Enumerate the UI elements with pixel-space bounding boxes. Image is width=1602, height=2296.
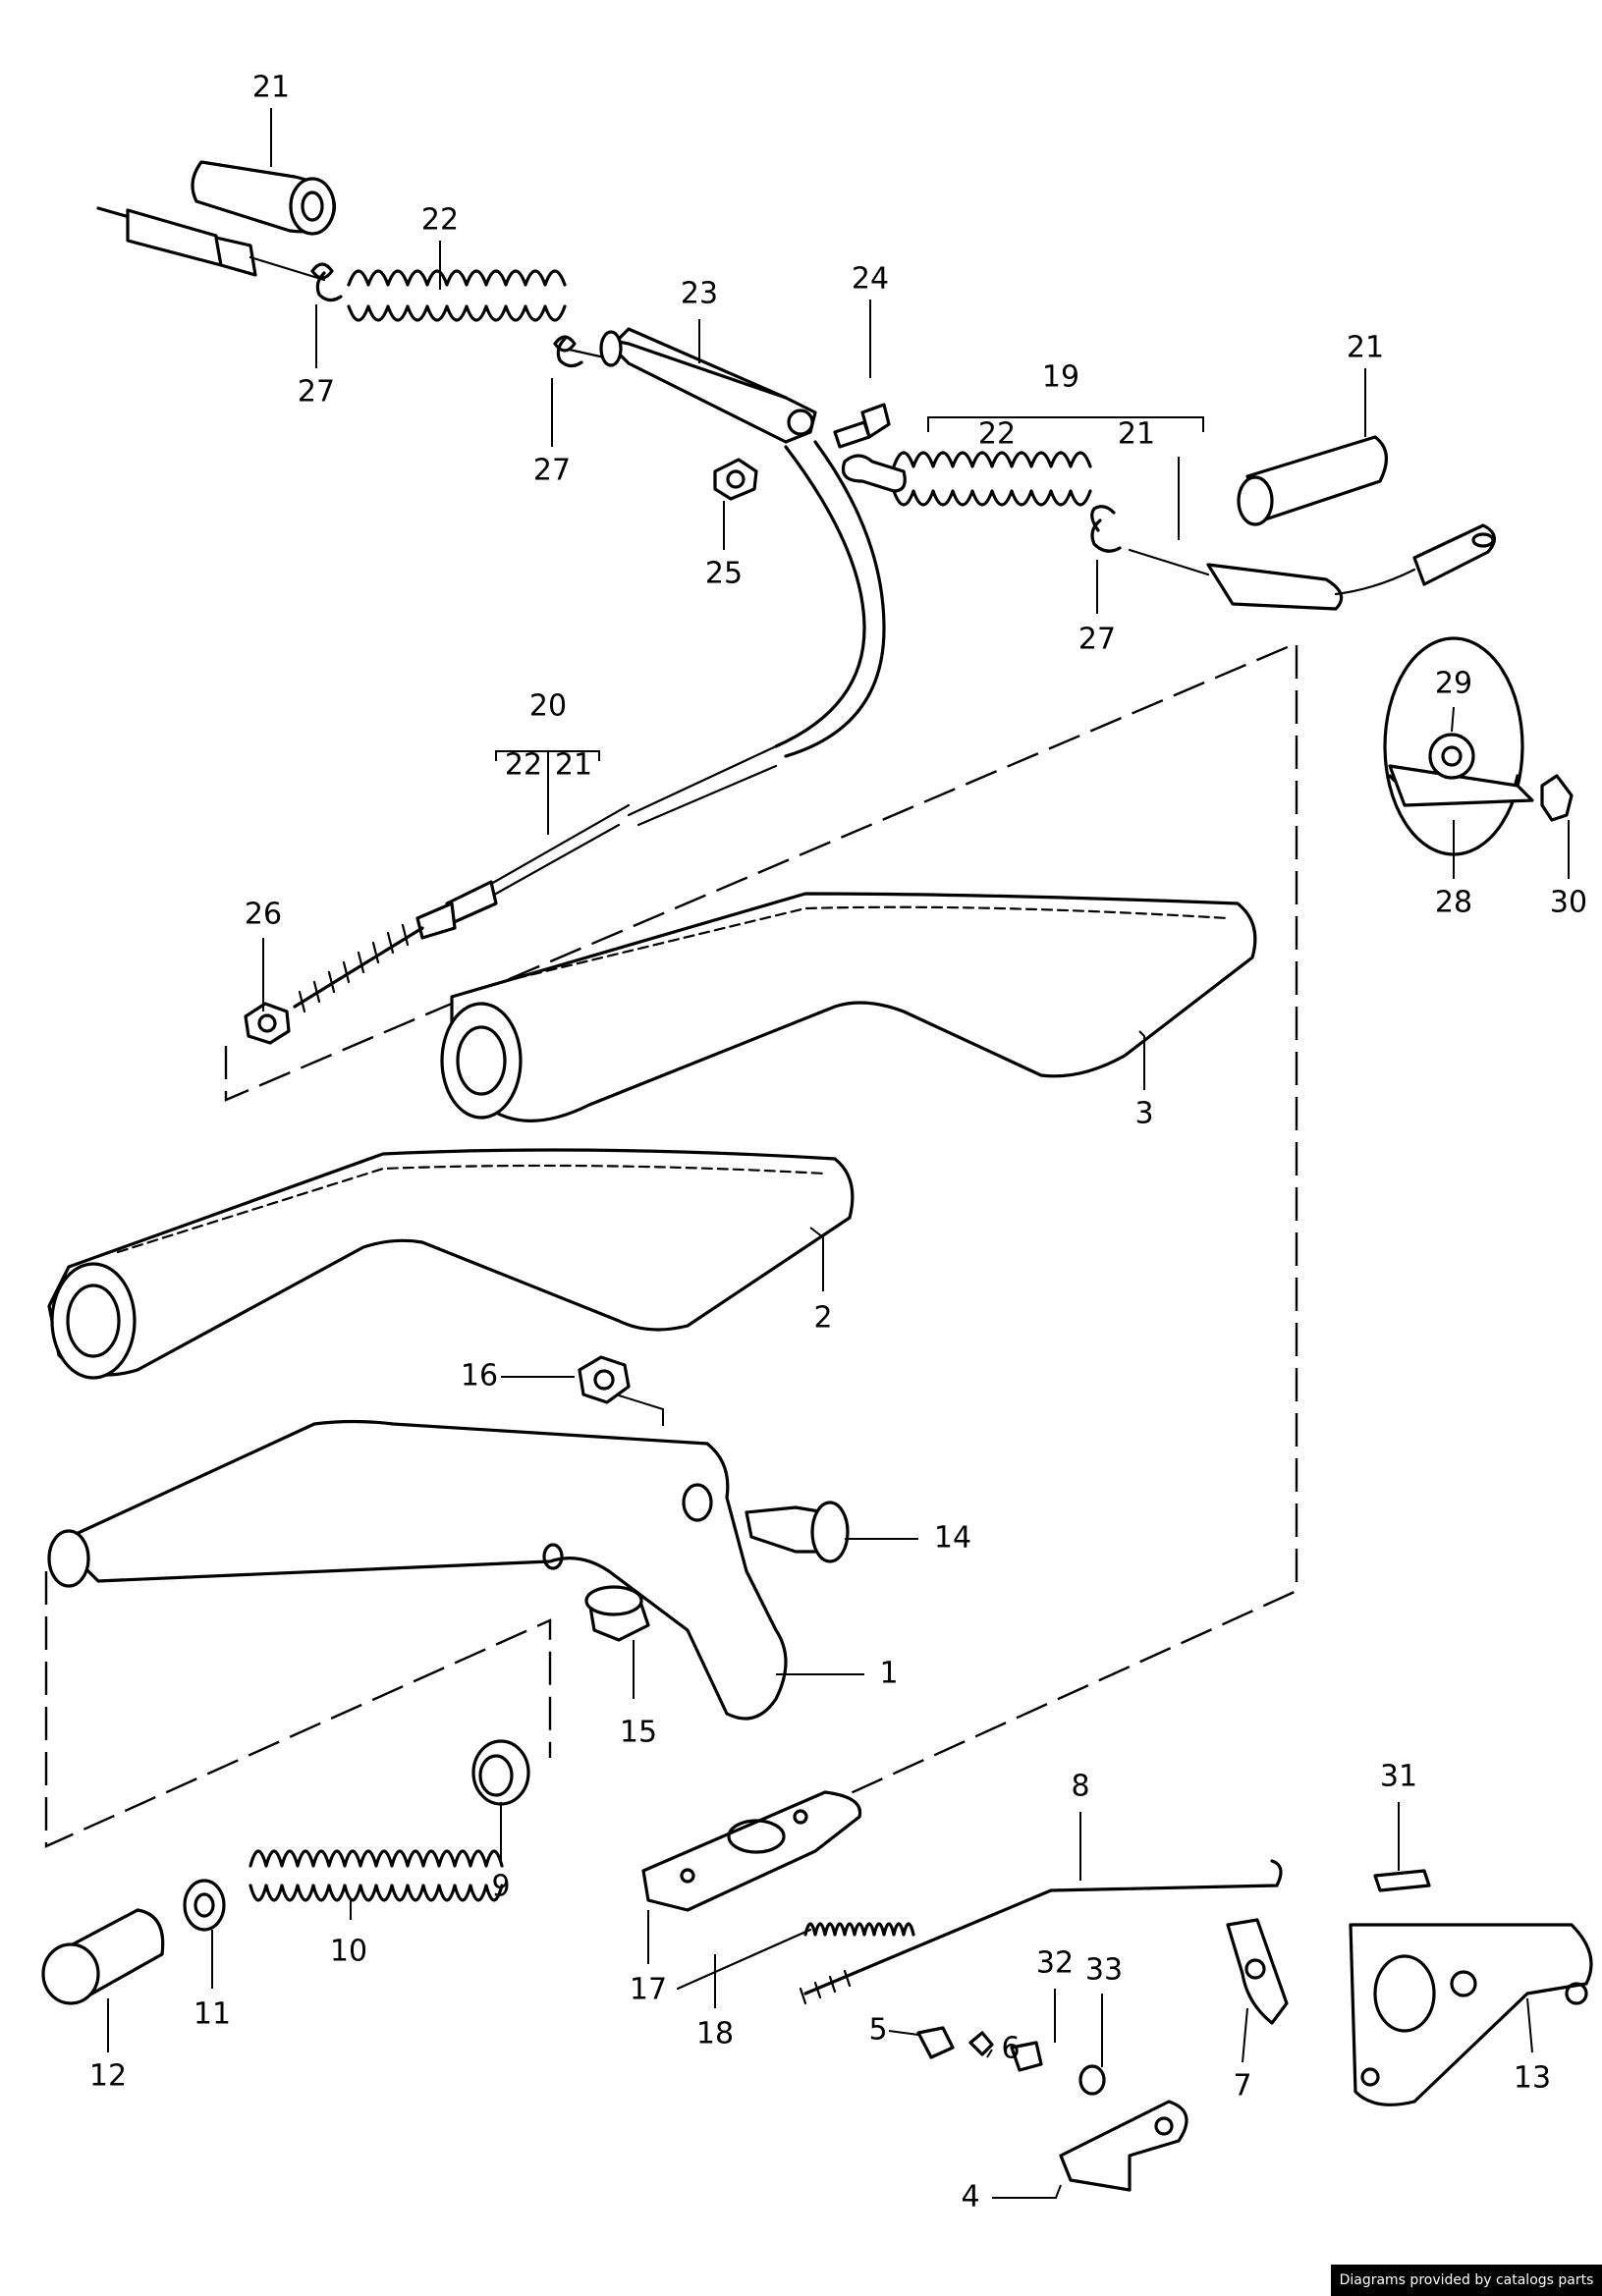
label-15: 15 <box>620 1716 657 1750</box>
label-7: 7 <box>1233 2069 1251 2104</box>
leader-lines <box>107 108 1570 2199</box>
spring-18 <box>676 1922 915 1991</box>
label-13: 13 <box>1514 2061 1551 2096</box>
clip-27-c <box>1090 519 1122 553</box>
label-33: 33 <box>1085 1953 1123 1988</box>
label-21-a: 21 <box>252 71 290 105</box>
bolt-32 <box>1010 2041 1043 2072</box>
handle-grip-2 <box>47 1148 855 1380</box>
label-22-a: 22 <box>421 203 459 238</box>
credit-badge: Diagrams provided by catalogs parts <box>1331 2265 1602 2296</box>
screw-5 <box>916 2026 955 2059</box>
label-31: 31 <box>1380 1760 1417 1794</box>
label-6: 6 <box>1001 2032 1020 2066</box>
equalizer-bracket <box>599 327 817 444</box>
screw-6 <box>968 2031 994 2056</box>
label-27-c: 27 <box>1078 623 1116 657</box>
label-22-b: 22 <box>978 417 1016 452</box>
label-12: 12 <box>89 2059 127 2094</box>
label-21-c: 21 <box>1347 331 1384 365</box>
label-24: 24 <box>852 262 889 297</box>
cable-sleeve-21-left <box>191 160 337 236</box>
label-28: 28 <box>1435 886 1472 920</box>
label-3: 3 <box>1134 1097 1153 1131</box>
label-27-b: 27 <box>533 454 571 488</box>
label-5: 5 <box>868 2013 887 2048</box>
label-21-b: 21 <box>1118 417 1155 452</box>
center-brake-cable <box>293 440 886 1013</box>
label-29: 29 <box>1435 667 1472 701</box>
hose-clamp-28 <box>1383 636 1534 856</box>
bolt-30 <box>1540 774 1574 822</box>
pawl-7 <box>1226 1918 1289 2025</box>
nut-25 <box>713 458 758 501</box>
callout-labels: 21 22 23 24 19 22 21 21 27 27 25 27 29 2… <box>89 71 1587 2214</box>
ring-11 <box>183 1879 226 1932</box>
left-spring <box>347 269 567 322</box>
label-17: 17 <box>630 1973 667 2007</box>
label-32: 32 <box>1036 1946 1074 1981</box>
spring-10 <box>249 1849 504 1902</box>
nut-16 <box>578 1355 631 1404</box>
pin-14 <box>745 1501 850 1563</box>
label-22-c: 22 <box>505 748 542 783</box>
bolt-24 <box>833 403 891 449</box>
clip-27-a <box>315 271 343 302</box>
cap-12 <box>41 1908 165 2005</box>
ring-9 <box>471 1739 530 1806</box>
label-18: 18 <box>696 2017 734 2051</box>
clip-31 <box>1373 1869 1431 1892</box>
bracket-13 <box>1349 1923 1593 2106</box>
label-9: 9 <box>491 1870 510 1904</box>
right-spring <box>892 451 1092 507</box>
washer-33 <box>1078 2064 1106 2096</box>
nut-26 <box>244 1002 291 1045</box>
label-30: 30 <box>1550 886 1587 920</box>
hand-brake-lever-1 <box>47 1419 788 1721</box>
label-4: 4 <box>961 2180 979 2214</box>
label-23: 23 <box>681 277 718 311</box>
pin-15 <box>584 1585 650 1642</box>
handle-grip-3 <box>440 892 1257 1122</box>
label-21-d: 21 <box>555 748 592 783</box>
label-14: 14 <box>934 1521 971 1556</box>
label-19: 19 <box>1042 360 1079 395</box>
label-25: 25 <box>705 557 743 591</box>
clip-27-b <box>556 337 583 368</box>
label-11: 11 <box>193 1997 231 2032</box>
label-1: 1 <box>879 1657 898 1691</box>
label-20: 20 <box>529 689 567 724</box>
bracket-4 <box>1059 2100 1188 2192</box>
assembly-guide-lines <box>44 641 1298 1848</box>
label-26: 26 <box>245 898 282 932</box>
right-brake-cable <box>841 451 1496 611</box>
label-8: 8 <box>1071 1770 1089 1804</box>
label-2: 2 <box>813 1301 832 1336</box>
label-10: 10 <box>330 1935 367 1969</box>
label-27-a: 27 <box>298 375 335 410</box>
label-16: 16 <box>461 1359 498 1394</box>
left-brake-cable <box>96 206 611 360</box>
cable-sleeve-21-right <box>1237 435 1388 526</box>
rod-8 <box>799 1859 1283 2005</box>
ratchet-plate-17 <box>641 1790 862 1912</box>
